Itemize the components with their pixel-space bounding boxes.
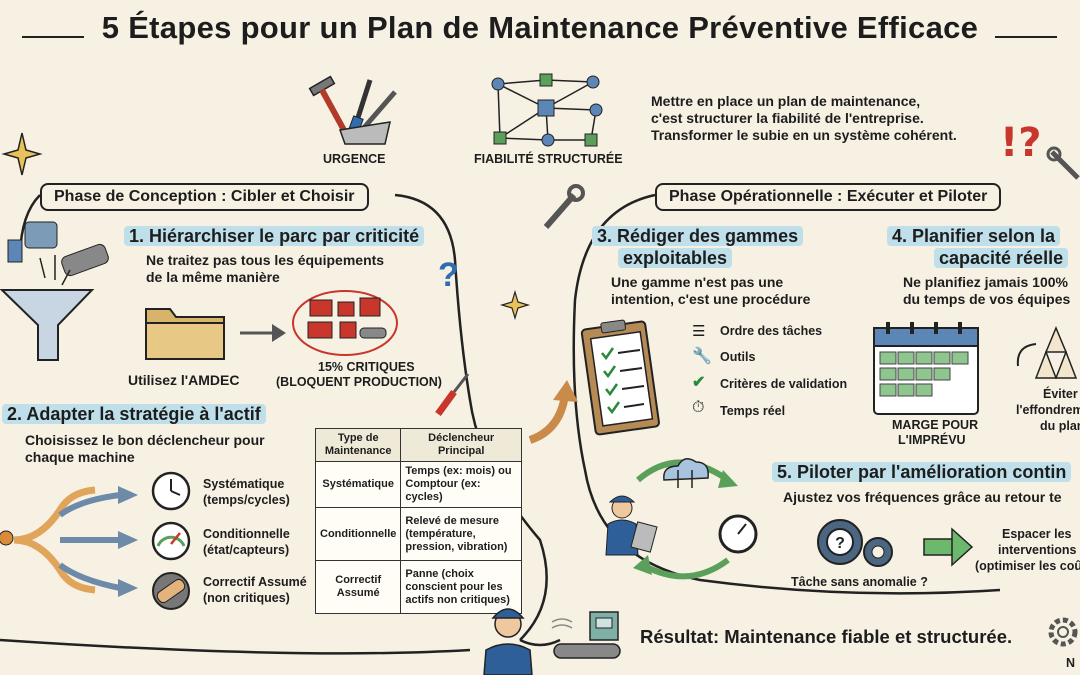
step2-desc: Choisissez le bon déclencheur pour <box>25 432 265 448</box>
exclamation-question-icon: !? <box>1000 120 1042 166</box>
step4-desc: Ne planifiez jamais 100% <box>903 274 1068 290</box>
stopwatch-icon: ⏱ <box>692 399 705 416</box>
list-icon: ☰ <box>692 323 706 340</box>
step2-title: 2. Adapter la stratégie à l'actif <box>2 404 266 425</box>
table-header: Déclencheur Principal <box>400 428 522 462</box>
phase-operationnelle-label: Phase Opérationnelle : Exécuter et Pilot… <box>655 183 1002 211</box>
critiques-label: 15% CRITIQUES <box>318 360 415 374</box>
table-row: Correctif Assumé Panne (choix conscient … <box>314 560 522 614</box>
table-cell: Conditionnelle <box>314 507 402 561</box>
title-rule-right <box>995 36 1057 38</box>
title-rule-left <box>22 36 84 38</box>
clipboard-checklist-icon <box>580 319 660 436</box>
sparkle-icon <box>1 132 43 176</box>
phase-conception-label: Phase de Conception : Cibler et Choisir <box>40 183 369 211</box>
option-label: Correctif Assumé <box>203 575 307 589</box>
folder-icon <box>145 308 225 360</box>
tools-icon <box>308 75 397 145</box>
cycle-technician-icon <box>605 458 758 580</box>
step3-desc: intention, c'est une procédure <box>611 291 811 307</box>
step4-desc: du temps de vos équipes <box>903 291 1071 307</box>
result-text: Résultat: Maintenance fiable et structur… <box>640 626 1013 647</box>
sparkle-icon <box>499 289 531 321</box>
urgence-label: URGENCE <box>323 152 386 166</box>
marge-label: L'IMPRÉVU <box>898 433 966 447</box>
table-cell: Relevé de mesure (température, pression,… <box>400 507 522 561</box>
tache-label: Tâche sans anomalie ? <box>791 575 928 589</box>
worker-icon <box>483 608 533 675</box>
step1-desc: de la même manière <box>146 269 280 285</box>
option-label: Conditionnelle <box>203 527 290 541</box>
step2-desc: chaque machine <box>25 449 135 465</box>
step3-title: exploitables <box>618 248 733 269</box>
table-row: Systématique Temps (ex: mois) ou Comptou… <box>314 461 522 508</box>
calendar-icon <box>873 322 979 415</box>
wrench-icon: 🔧 <box>692 348 712 365</box>
table-cell: Systématique <box>314 461 402 508</box>
table-cell: Correctif Assumé <box>314 560 402 614</box>
arrow-right-icon <box>923 527 974 567</box>
option-label: (non critiques) <box>203 591 290 605</box>
house-of-cards-icon <box>1034 326 1078 379</box>
table-header-row: Type de Maintenance Déclencheur Principa… <box>314 428 522 462</box>
svg-text:?: ? <box>835 535 845 552</box>
eviter-label: du plan <box>1040 419 1080 433</box>
table-cell: Panne (choix conscient pour les actifs n… <box>400 560 522 614</box>
network-icon <box>491 73 603 147</box>
gamme-item: Outils <box>720 350 756 364</box>
step1-title: 1. Hiérarchiser le parc par criticité <box>124 226 425 247</box>
marge-label: MARGE POUR <box>892 418 979 432</box>
eviter-label: l'effondrem <box>1016 403 1080 417</box>
gamme-item: Ordre des tâches <box>720 324 823 338</box>
option-label: (état/capteurs) <box>203 543 290 557</box>
critiques-label: (BLOQUENT PRODUCTION) <box>276 375 442 389</box>
fiabilite-label: FIABILITÉ STRUCTURÉE <box>474 152 623 166</box>
wrench-icon <box>543 184 585 229</box>
corner-label: N <box>1066 656 1076 670</box>
curved-arrow-icon <box>1016 343 1037 367</box>
option-label: (temps/cycles) <box>203 493 290 507</box>
wrench-icon <box>1046 146 1080 180</box>
step3-desc: Une gamme n'est pas une <box>611 274 784 290</box>
step4-title: capacité réelle <box>934 248 1069 269</box>
option-label: Systématique <box>203 477 285 491</box>
amdec-label: Utilisez l'AMDEC <box>128 372 240 388</box>
table-row: Conditionnelle Relevé de mesure (tempéra… <box>314 507 522 561</box>
clock-icon <box>151 471 191 511</box>
step1-desc: Ne traitez pas tous les équipements <box>146 252 385 268</box>
table-cell: Temps (ex: mois) ou Comptour (ex: cycles… <box>400 461 522 508</box>
question-icon: ? <box>438 256 459 294</box>
step5-desc: Ajustez vos fréquences grâce au retour t… <box>783 489 1062 505</box>
screwdriver-icon <box>435 373 470 417</box>
intro-line: Mettre en place un plan de maintenance, <box>651 93 921 109</box>
gear-question-icon: ? <box>817 519 893 567</box>
page-title: 5 Étapes pour un Plan de Maintenance Pré… <box>101 10 979 45</box>
intro-line: Transformer le subie en un système cohér… <box>651 127 957 143</box>
step5-title: 5. Piloter par l'amélioration contin <box>772 462 1072 483</box>
gear-icon <box>1048 617 1078 647</box>
gamme-item: Critères de validation <box>720 377 848 391</box>
critical-machines-icon <box>292 290 398 356</box>
step4-title: 4. Planifier selon la <box>887 226 1061 247</box>
arrow-right-icon <box>240 324 286 342</box>
conveyor-machine-icon <box>551 611 621 659</box>
table-header: Type de Maintenance <box>314 428 402 462</box>
gauge-icon <box>151 521 191 561</box>
espacer-label: Espacer les <box>1002 527 1072 541</box>
eviter-label: Éviter <box>1043 387 1078 401</box>
machines-funnel-icon <box>0 221 109 361</box>
espacer-label: interventions <box>998 543 1077 557</box>
bandage-icon <box>152 572 190 610</box>
trigger-table: Type de Maintenance Déclencheur Principa… <box>314 428 522 614</box>
gamme-item: Temps réel <box>720 404 786 418</box>
espacer-label: (optimiser les coût <box>975 559 1080 573</box>
intro-line: c'est structurer la fiabilité de l'entre… <box>651 110 924 126</box>
check-icon: ✔ <box>692 374 706 391</box>
step3-title: 3. Rédiger des gammes <box>592 226 804 247</box>
decision-arrows-icon <box>0 486 138 597</box>
